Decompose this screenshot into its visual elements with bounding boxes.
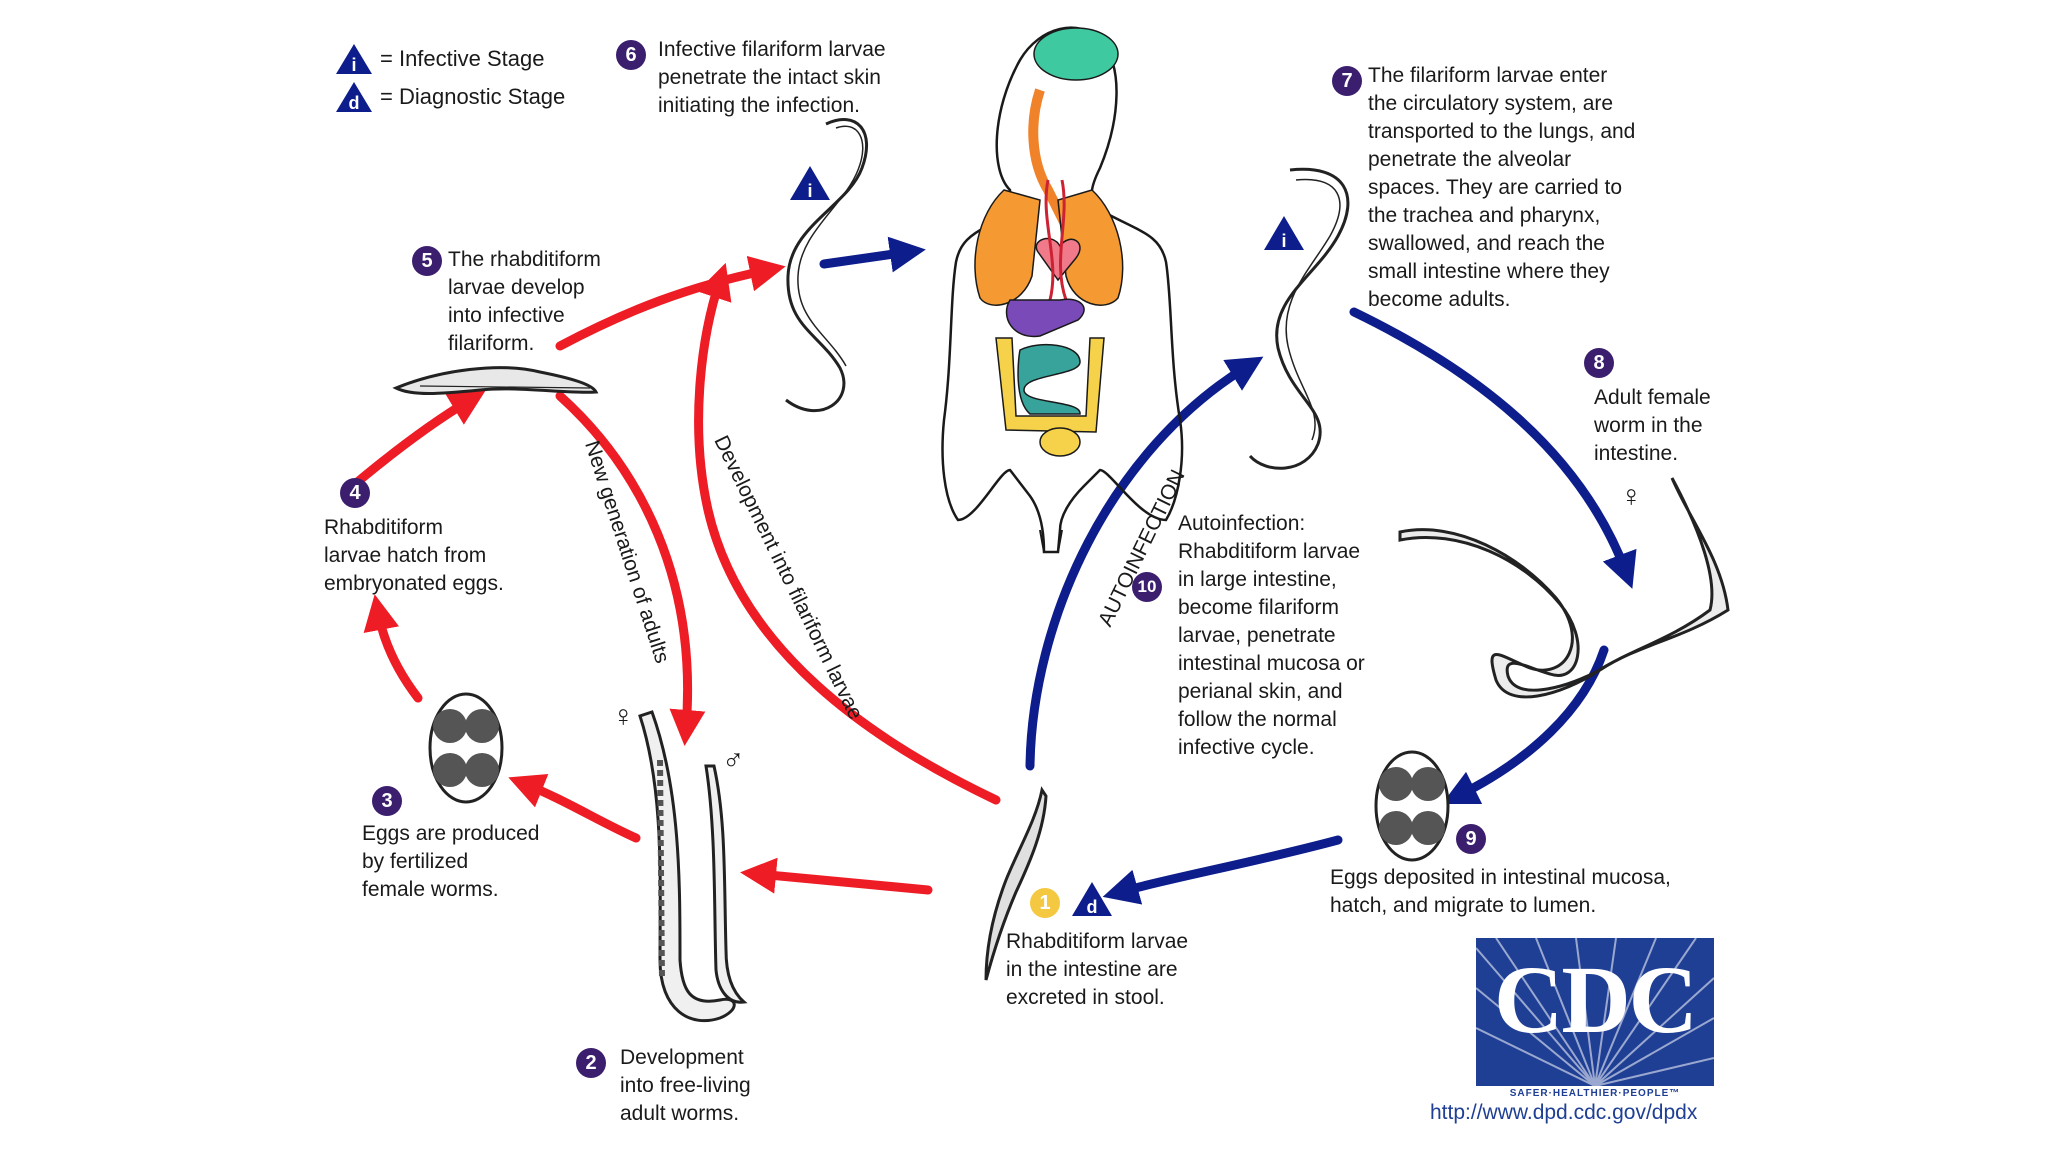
- step-10-number: 10: [1132, 572, 1162, 602]
- free-living-male-worm: [704, 764, 748, 1004]
- step-5-text: The rhabditiform larvae develop into inf…: [448, 248, 601, 355]
- intestinal-egg: [1374, 750, 1450, 862]
- cdc-letters: CDC: [1494, 946, 1698, 1053]
- step-7-text: The filariform larvae enter the circulat…: [1368, 64, 1636, 311]
- female-symbol-free-living: ♀: [612, 700, 635, 733]
- male-symbol-free-living: ♂: [722, 744, 745, 777]
- diagnostic-stage-icon: d: [336, 82, 372, 113]
- arrow-2-to-3: [508, 773, 641, 843]
- arrow-6-to-body: [819, 236, 926, 273]
- filariform-larva-circulatory: [1248, 167, 1350, 470]
- bladder: [1039, 427, 1081, 457]
- step-9-text: Eggs deposited in intestinal mucosa, hat…: [1330, 866, 1671, 917]
- svg-text:d: d: [1087, 897, 1098, 917]
- step-3-number: 3: [372, 786, 402, 816]
- infective-stage-marker-circulatory: i: [1264, 216, 1304, 251]
- arrow-autoinfection: [1025, 356, 1264, 771]
- embryonated-egg: [428, 692, 504, 804]
- svg-text:i: i: [807, 181, 812, 201]
- legend-infective: i = Infective Stage: [334, 42, 545, 76]
- arrow-4-to-5: [343, 390, 486, 495]
- infective-stage-marker-skin: i: [790, 166, 830, 201]
- infective-stage-icon: i: [336, 44, 372, 75]
- step-7-number: 7: [1332, 66, 1362, 96]
- legend-diagnostic: d = Diagnostic Stage: [334, 80, 565, 114]
- cdc-tagline: SAFER·HEALTHIER·PEOPLE™: [1509, 1088, 1681, 1099]
- blood-vessels: [1044, 179, 1068, 301]
- svg-text:i: i: [351, 55, 356, 75]
- arrow-9-to-1: [1102, 835, 1343, 905]
- step-4-text: Rhabditiform larvae hatch from embryonat…: [324, 516, 504, 595]
- free-living-cycle-arrows: [343, 255, 1001, 895]
- step-9-number: 9: [1456, 824, 1486, 854]
- diagnostic-stage-marker-stool: d: [1072, 882, 1112, 917]
- arrow-5-to-6: [555, 255, 786, 351]
- legend-diagnostic-label: = Diagnostic Stage: [380, 84, 566, 109]
- legs: [1039, 529, 1063, 553]
- human-body-illustration: [941, 26, 1184, 554]
- svg-text:d: d: [349, 93, 360, 113]
- step-4-number: 4: [340, 478, 370, 508]
- cdc-logo: CDC: [1476, 938, 1714, 1086]
- rhabditiform-larva-stool: [984, 786, 1048, 981]
- step-5-number: 5: [412, 246, 442, 276]
- arrow-1-to-2: [740, 857, 933, 895]
- free-living-female-worm: [638, 710, 736, 1023]
- step-3-text: Eggs are produced by fertilized female w…: [362, 822, 540, 901]
- svg-text:i: i: [1281, 231, 1286, 251]
- stomach: [1005, 298, 1085, 338]
- arrow-8-to-9: [1441, 645, 1609, 805]
- adult-female-worm-intestine: [1398, 477, 1730, 699]
- cdc-logo-rays: [1476, 938, 1714, 1086]
- cdc-url-link[interactable]: http://www.dpd.cdc.gov/dpdx: [1430, 1101, 1698, 1124]
- step-6-text: Infective filariform larvae penetrate th…: [658, 38, 886, 117]
- arrow-7-to-8: [1349, 307, 1637, 589]
- small-intestine: [1017, 343, 1081, 415]
- step-1-text: Rhabditiform larvae in the intestine are…: [1006, 930, 1189, 1009]
- brain: [1033, 27, 1119, 81]
- lung-left: [974, 189, 1041, 306]
- female-symbol-intestine: ♀: [1620, 480, 1643, 513]
- step-8-text: Adult female worm in the intestine.: [1594, 386, 1711, 465]
- large-intestine: [995, 337, 1105, 433]
- arrow-new-generation: [555, 391, 706, 746]
- arrow-3-to-4: [363, 594, 423, 703]
- step-1-number: 1: [1030, 888, 1060, 918]
- legend-infective-label: = Infective Stage: [380, 46, 545, 71]
- step-2-number: 2: [576, 1048, 606, 1078]
- step-6-number: 6: [616, 40, 646, 70]
- step-8-number: 8: [1584, 348, 1614, 378]
- arrow-development-filariform: [694, 262, 1001, 805]
- rhabditiform-larva-developing: [392, 366, 599, 395]
- lung-right: [1057, 189, 1124, 306]
- step-10-text: Autoinfection: Rhabditiform larvae in la…: [1178, 512, 1365, 759]
- step-2-text: Development into free-living adult worms…: [620, 1046, 751, 1125]
- filariform-larva-skin: [785, 118, 868, 412]
